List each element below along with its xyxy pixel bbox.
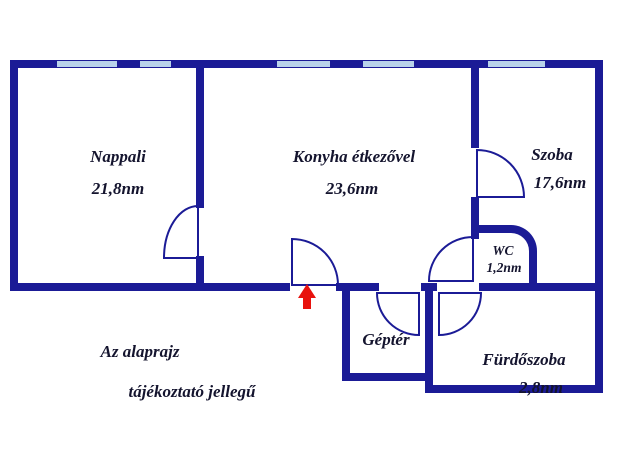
door-arc-furdoszoba [438, 292, 483, 337]
room-area-nappali: 21,8nm [91, 179, 145, 198]
window-nappali-2 [140, 61, 171, 67]
room-area-konyha: 23,6nm [325, 179, 379, 198]
window-szoba [488, 61, 545, 67]
window-konyha-2 [363, 61, 414, 67]
wall-konyha-szoba-upper [471, 68, 479, 148]
wall-bottom-segment-c [421, 283, 437, 291]
wall-bottom-segment-a [10, 283, 290, 291]
wall-wc-rounded-corner [505, 225, 537, 255]
wall-furdoszoba-bottom [425, 385, 603, 393]
room-label-konyha: Konyha étkezővel [292, 147, 416, 166]
door-arc-wc [427, 235, 474, 282]
door-arc-nappali [162, 204, 199, 259]
room-area-szoba: 17,6nm [533, 173, 587, 192]
room-label-gepter: Géptér [362, 330, 410, 349]
wall-gepter-bottom [342, 373, 433, 381]
door-arc-entrance [291, 237, 340, 286]
entrance-arrow-icon [298, 284, 316, 309]
room-label-szoba: Szoba [531, 145, 573, 164]
room-label-furdoszoba: Fürdőszoba [482, 350, 566, 369]
wall-nappali-konyha-upper [196, 68, 204, 208]
wall-gepter-left [342, 291, 350, 381]
door-arc-gepter [375, 292, 420, 337]
wall-outer-right [595, 60, 603, 393]
door-arc-szoba [476, 148, 526, 198]
room-area-furdoszoba: 2,8nm [519, 378, 563, 397]
wall-bottom-segment-b [336, 283, 379, 291]
wall-wc-right [529, 251, 537, 291]
wall-outer-left [10, 60, 18, 291]
wall-konyha-szoba-mid [471, 197, 479, 239]
disclaimer-line1: Az alaprajz [100, 342, 180, 361]
wall-bottom-segment-d [479, 283, 603, 291]
room-label-nappali: Nappali [90, 147, 146, 166]
wall-wc-top [479, 225, 509, 233]
room-area-wc: 1,2nm [486, 260, 522, 275]
room-label-wc: WC [492, 243, 514, 258]
disclaimer-line2: tájékoztató jellegű [128, 382, 256, 401]
wall-nappali-konyha-lower [196, 256, 204, 291]
window-konyha-1 [277, 61, 330, 67]
window-nappali-1 [57, 61, 117, 67]
wall-gepter-furdo-divider [425, 291, 433, 393]
